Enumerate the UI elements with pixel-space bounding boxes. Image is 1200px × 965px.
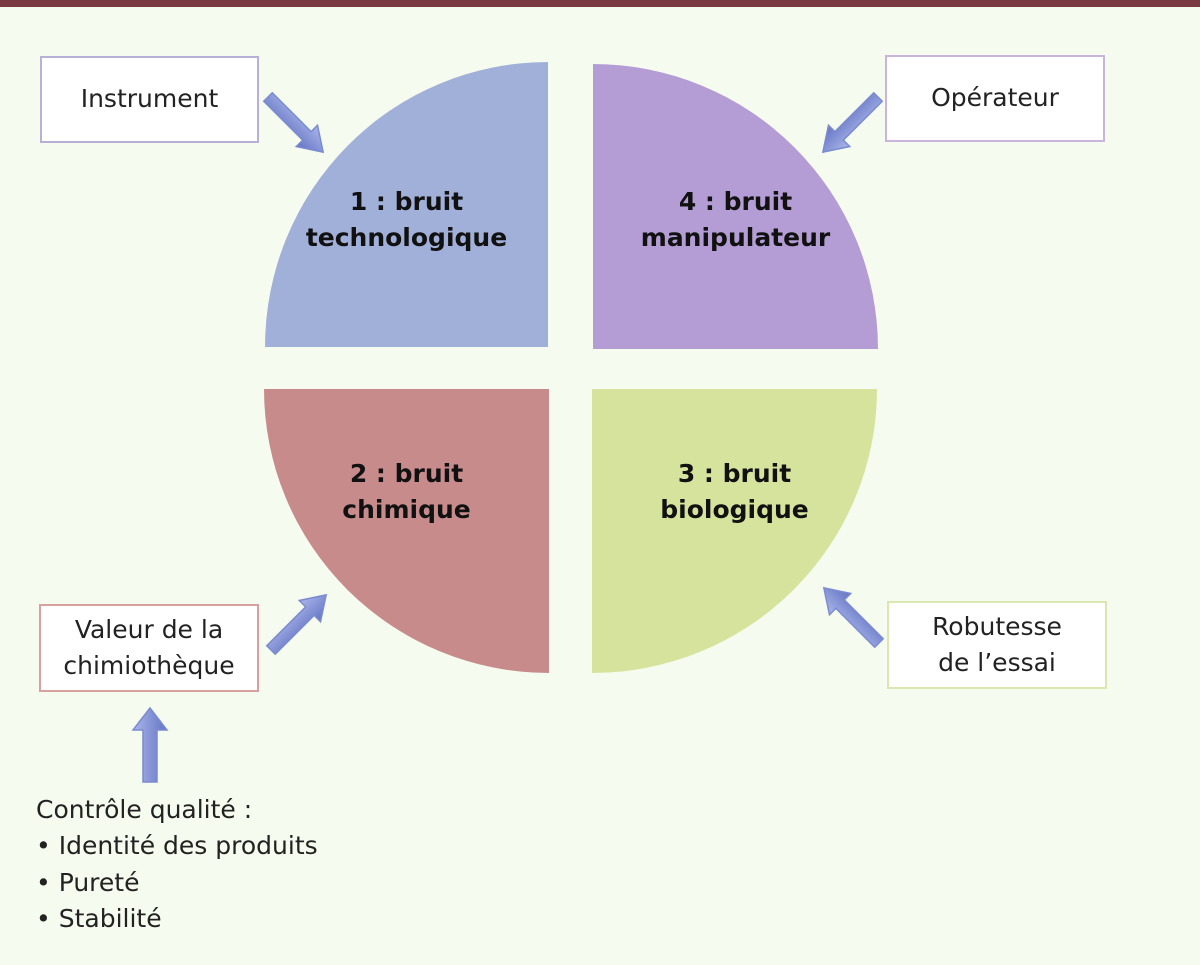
quality-control-title: Contrôle qualité : — [36, 795, 253, 824]
quality-control-item: Pureté — [36, 865, 318, 901]
top-bar — [0, 0, 1200, 7]
quadrant-4-label: 4 : bruit manipulateur — [640, 187, 831, 253]
arrow-quality-control-icon — [131, 706, 169, 783]
quadrant-2-label: 2 : bruit chimique — [342, 459, 471, 525]
arrow-instrument-icon — [262, 91, 325, 154]
quadrant-biological-noise — [592, 389, 877, 673]
instrument-box: Instrument — [40, 56, 259, 143]
chimiotheque-box: Valeur de la chimiothèque — [39, 604, 259, 692]
operateur-label: Opérateur — [931, 83, 1059, 113]
quality-control-item: Identité des produits — [36, 828, 318, 864]
quadrant-chemical-noise — [264, 389, 549, 673]
quadrant-3-label: 3 : bruit biologique — [660, 459, 809, 525]
arrow-essai-icon — [822, 586, 885, 649]
quality-control: Contrôle qualité : Identité des produits… — [36, 792, 318, 937]
quality-control-list: Identité des produits Pureté Stabilité — [36, 828, 318, 937]
quadrant-1-label: 1 : bruit technologique — [305, 187, 508, 253]
quality-control-item: Stabilité — [36, 901, 318, 937]
operateur-box: Opérateur — [885, 55, 1105, 142]
instrument-label: Instrument — [80, 84, 219, 114]
essai-label: Robutesse de l’essai — [932, 611, 1062, 677]
arrow-chimiotheque-icon — [265, 593, 328, 656]
quadrant-technological-noise — [265, 62, 548, 347]
quadrant-operator-noise — [593, 64, 878, 349]
essai-box: Robutesse de l’essai — [887, 601, 1107, 689]
arrow-operateur-icon — [821, 91, 884, 154]
chimiotheque-label: Valeur de la chimiothèque — [63, 614, 235, 680]
